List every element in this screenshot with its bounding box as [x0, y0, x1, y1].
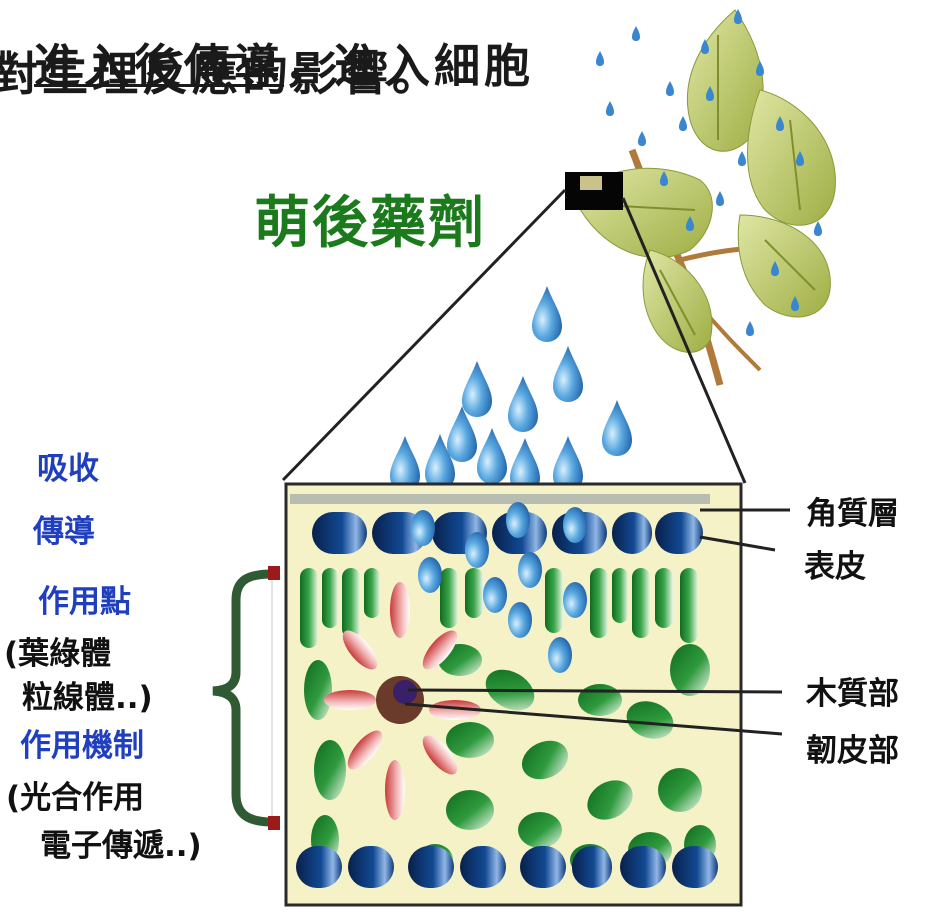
- label-site-title: 作用點: [38, 584, 131, 620]
- vascular-bundle: [324, 582, 481, 820]
- leaf-cross-section: [284, 482, 743, 907]
- label-epidermis: 表皮: [804, 549, 866, 585]
- spray-label: 萌後藥劑: [254, 191, 486, 256]
- falling-droplets: [390, 286, 632, 494]
- leader-epidermis: [699, 535, 776, 552]
- leader-phloem: [404, 702, 783, 736]
- label-cuticle: 角質層: [806, 496, 899, 532]
- label-mech-title: 作用機制: [20, 728, 144, 764]
- label-mech-detail-1: (光合作用: [6, 780, 145, 816]
- leader-xylem: [407, 688, 783, 694]
- left-bracket: [212, 566, 280, 830]
- label-site-detail-1: (葉綠體: [4, 636, 112, 672]
- header-underlined-a: 進入後: [34, 39, 185, 93]
- header-line-1-rest: ，進入細胞: [284, 39, 535, 93]
- label-phloem: 韌皮部: [806, 733, 899, 769]
- label-absorb: 吸收: [37, 451, 99, 487]
- label-xylem: 木質部: [806, 676, 899, 712]
- cuticle-layer: [290, 494, 710, 504]
- header-line-1: 進入後傳導，進入細胞: [0, 0, 534, 96]
- label-conduct: 傳導: [33, 514, 95, 550]
- palisade-cells: [300, 568, 698, 648]
- header-line-2: 對生理反應的影響。: [0, 47, 442, 101]
- lower-epidermis: [296, 846, 718, 888]
- absorbed-droplets: [411, 502, 587, 673]
- label-site-detail-2: 粒線體..): [22, 680, 153, 716]
- label-mech-detail-2: 電子傳遞..): [40, 828, 202, 864]
- header-underlined-b: 傳導: [184, 39, 285, 93]
